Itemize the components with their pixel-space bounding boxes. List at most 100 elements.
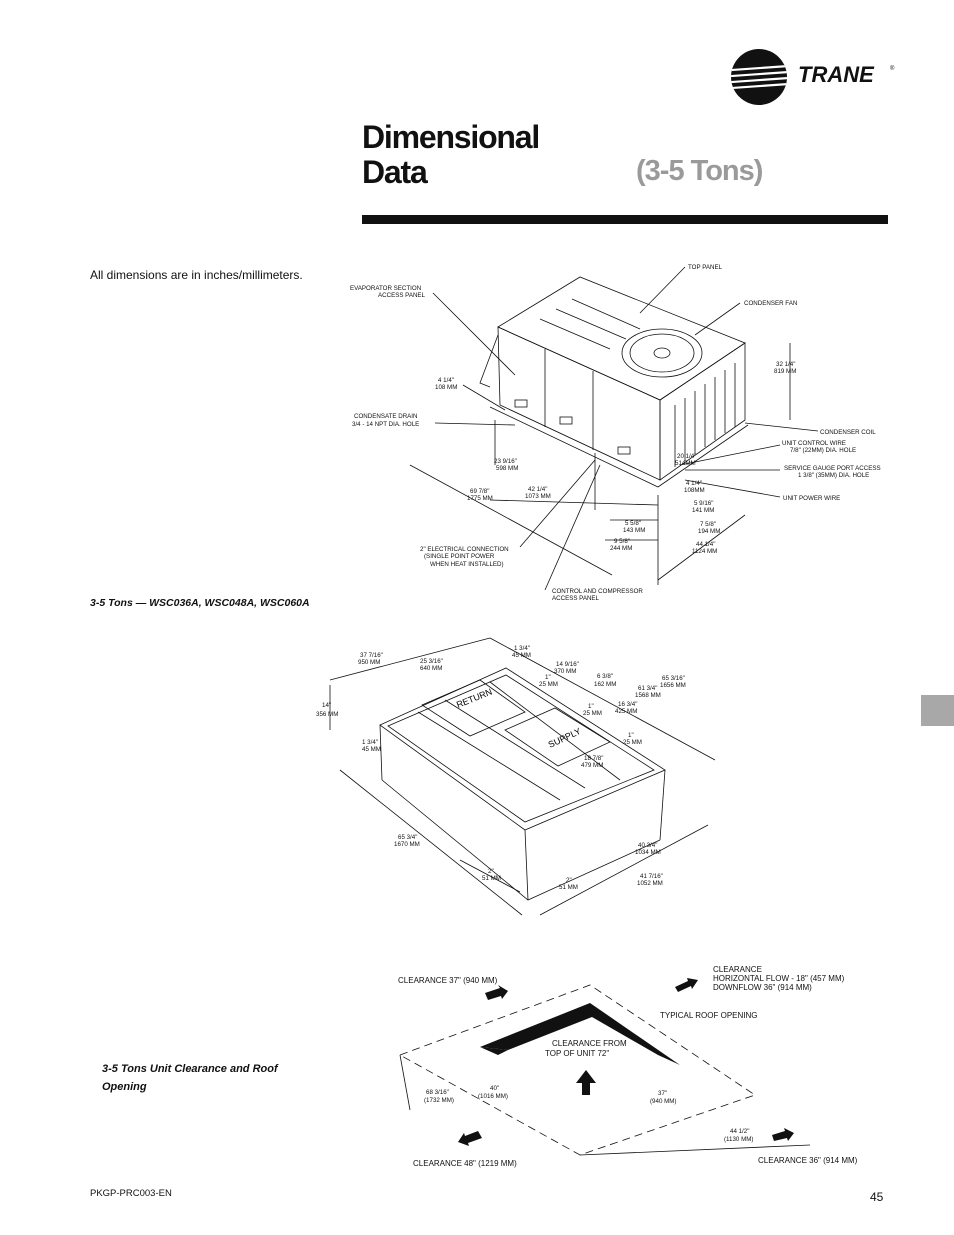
- dim-7-mm: 194 MM: [698, 528, 720, 535]
- label-ctrl-panel-2: ACCESS PANEL: [552, 595, 600, 602]
- trane-logo-mark: TRANE ®: [731, 49, 895, 105]
- curb-d1e-in: 1 3/4": [362, 739, 378, 746]
- dim-69-in: 69 7/8": [470, 488, 489, 495]
- curb-supply-label: SUPPLY: [547, 726, 583, 750]
- curb-d37-in: 37 7/16": [360, 652, 383, 659]
- label-gauge-1: SERVICE GAUGE PORT ACCESS: [784, 465, 881, 472]
- label-gauge-2: 1 3/8" (35MM) DIA. HOLE: [798, 472, 869, 479]
- clr-d68-in: 68 3/16": [426, 1089, 449, 1096]
- curb-d18-in: 18 7/8": [584, 755, 603, 762]
- clear-36-label: CLEARANCE 36" (914 MM): [758, 1156, 858, 1165]
- clr-d68-mm: (1732 MM): [424, 1097, 454, 1104]
- label-elec-1: 2" ELECTRICAL CONNECTION: [420, 546, 509, 553]
- registered-mark: ®: [890, 65, 895, 72]
- top-clearance-2: TOP OF UNIT 72": [545, 1049, 609, 1058]
- curb-d18-mm: 479 MM: [581, 762, 603, 769]
- curb-d41-in: 41 7/16": [640, 873, 663, 880]
- label-ctrl-panel-1: CONTROL AND COMPRESSOR: [552, 588, 643, 595]
- clear-48-label: CLEARANCE 48" (1219 MM): [413, 1159, 517, 1168]
- dim-42-mm: 1073 MM: [525, 493, 551, 500]
- dim-44-in: 44 1/4": [696, 541, 715, 548]
- dim-9-in: 9 5/8": [614, 538, 630, 545]
- curb-d6-in: 6 3/8": [597, 673, 613, 680]
- curb-d65b-mm: 1670 MM: [394, 841, 420, 848]
- clear-h-1: CLEARANCE: [713, 965, 762, 974]
- dim-32-in: 32 1/4": [776, 361, 795, 368]
- dim-20-mm: 514MM: [675, 460, 696, 467]
- clear-h-3: DOWNFLOW 36" (914 MM): [713, 983, 812, 992]
- curb-d2a-in: 2": [488, 868, 494, 875]
- curb-d41-mm: 1052 MM: [637, 880, 663, 887]
- clr-d37-mm: (940 MM): [650, 1098, 676, 1105]
- curb-d61-mm: 1568 MM: [635, 692, 661, 699]
- curb-d37-mm: 950 MM: [358, 659, 380, 666]
- dim-4a-in: 4 1/4": [438, 377, 454, 384]
- curb-return-label: RETURN: [455, 687, 494, 710]
- clear-h-2: HORIZONTAL FLOW - 18" (457 MM): [713, 974, 845, 983]
- curb-d16-mm: 425 MM: [615, 708, 637, 715]
- dim-42-in: 42 1/4": [528, 486, 547, 493]
- curb-d1a-in: 1 3/4": [514, 645, 530, 652]
- roof-curb-drawing: RETURN SUPPLY 37 7/16" 950 MM 25 3/16" 6…: [316, 637, 716, 916]
- dim-5a-in: 5 9/16": [694, 500, 713, 507]
- clearance-diagram: CLEARANCE 37" (940 MM) CLEARANCE HORIZON…: [398, 965, 858, 1168]
- figure3-caption-line2: Opening: [102, 1081, 147, 1093]
- curb-d40-mm: 1034 MM: [635, 849, 661, 856]
- curb-d16-in: 16 3/4": [618, 701, 637, 708]
- figure1-caption: 3-5 Tons — WSC036A, WSC048A, WSC060A: [90, 597, 310, 609]
- clr-d40-in: 40": [490, 1085, 499, 1092]
- units-note: All dimensions are in inches/millimeters…: [90, 268, 303, 282]
- title-rule: [362, 215, 888, 224]
- curb-d14-in: 14 9/16": [556, 661, 579, 668]
- curb-d2b-in: 2": [566, 877, 572, 884]
- curb-d1e-mm: 45 MM: [362, 746, 381, 753]
- page-title: Dimensional Data: [362, 119, 540, 190]
- dim-32-mm: 819 MM: [774, 368, 796, 375]
- curb-d1b-mm: 25 MM: [539, 681, 558, 688]
- figure3-caption-line1: 3-5 Tons Unit Clearance and Roof: [102, 1063, 278, 1075]
- roof-opening-label: TYPICAL ROOF OPENING: [660, 1011, 758, 1020]
- clr-d44-mm: (1130 MM): [724, 1136, 753, 1143]
- clr-d44-in: 44 1/2": [730, 1128, 749, 1135]
- label-ctrl-wire-1: UNIT CONTROL WIRE: [782, 440, 846, 447]
- dim-7-in: 7 5/8": [700, 521, 716, 528]
- document-code: PKGP-PRC003-EN: [90, 1188, 172, 1199]
- curb-d1c-in: 1": [588, 703, 594, 710]
- label-elec-3: WHEN HEAT INSTALLED): [430, 561, 504, 568]
- label-evap-2: ACCESS PANEL: [378, 292, 426, 299]
- curb-d40-in: 40 3/4": [638, 842, 657, 849]
- dim-4b-in: 4 1/4": [686, 480, 702, 487]
- clear-37-label: CLEARANCE 37" (940 MM): [398, 976, 498, 985]
- curb-d1a-mm: 45 MM: [512, 652, 531, 659]
- dim-23-mm: 598 MM: [496, 465, 518, 472]
- curb-d6-mm: 162 MM: [594, 681, 616, 688]
- curb-d1d-in: 1": [628, 732, 634, 739]
- label-ctrl-wire-2: 7/8" (22MM) DIA. HOLE: [790, 447, 856, 454]
- curb-d14-mm: 370 MM: [554, 668, 576, 675]
- curb-d65a-mm: 1656 MM: [660, 682, 686, 689]
- curb-d2a-mm: 51 MM: [482, 875, 501, 882]
- curb-d61-in: 61 3/4": [638, 685, 657, 692]
- curb-dh14-in: 14": [322, 702, 331, 709]
- brand-name: TRANE: [798, 62, 875, 87]
- label-evap-1: EVAPORATOR SECTION: [350, 285, 421, 292]
- trane-logo: TRANE ®: [730, 48, 910, 106]
- curb-d65a-in: 65 3/16": [662, 675, 685, 682]
- unit-isometric-drawing: TOP PANEL EVAPORATOR SECTION ACCESS PANE…: [350, 264, 881, 602]
- title-line2: Data: [362, 154, 428, 190]
- label-top-panel: TOP PANEL: [688, 264, 723, 271]
- curb-d65b-in: 65 3/4": [398, 834, 417, 841]
- curb-dh14-mm: 356 MM: [316, 711, 338, 718]
- clr-d40-mm: (1016 MM): [478, 1093, 508, 1100]
- dim-9-mm: 244 MM: [610, 545, 632, 552]
- dim-5b-in: 5 5/8": [625, 520, 641, 527]
- dim-5b-mm: 143 MM: [623, 527, 645, 534]
- dim-69-mm: 1775 MM: [467, 495, 493, 502]
- title-line1: Dimensional: [362, 119, 540, 155]
- dim-5a-mm: 141 MM: [692, 507, 714, 514]
- label-condenser-fan: CONDENSER FAN: [744, 300, 797, 307]
- label-elec-2: (SINGLE POINT POWER: [424, 553, 495, 560]
- curb-d1d-mm: 25 MM: [623, 739, 642, 746]
- curb-d25-mm: 640 MM: [420, 665, 442, 672]
- dim-23-in: 23 9/16": [494, 458, 517, 465]
